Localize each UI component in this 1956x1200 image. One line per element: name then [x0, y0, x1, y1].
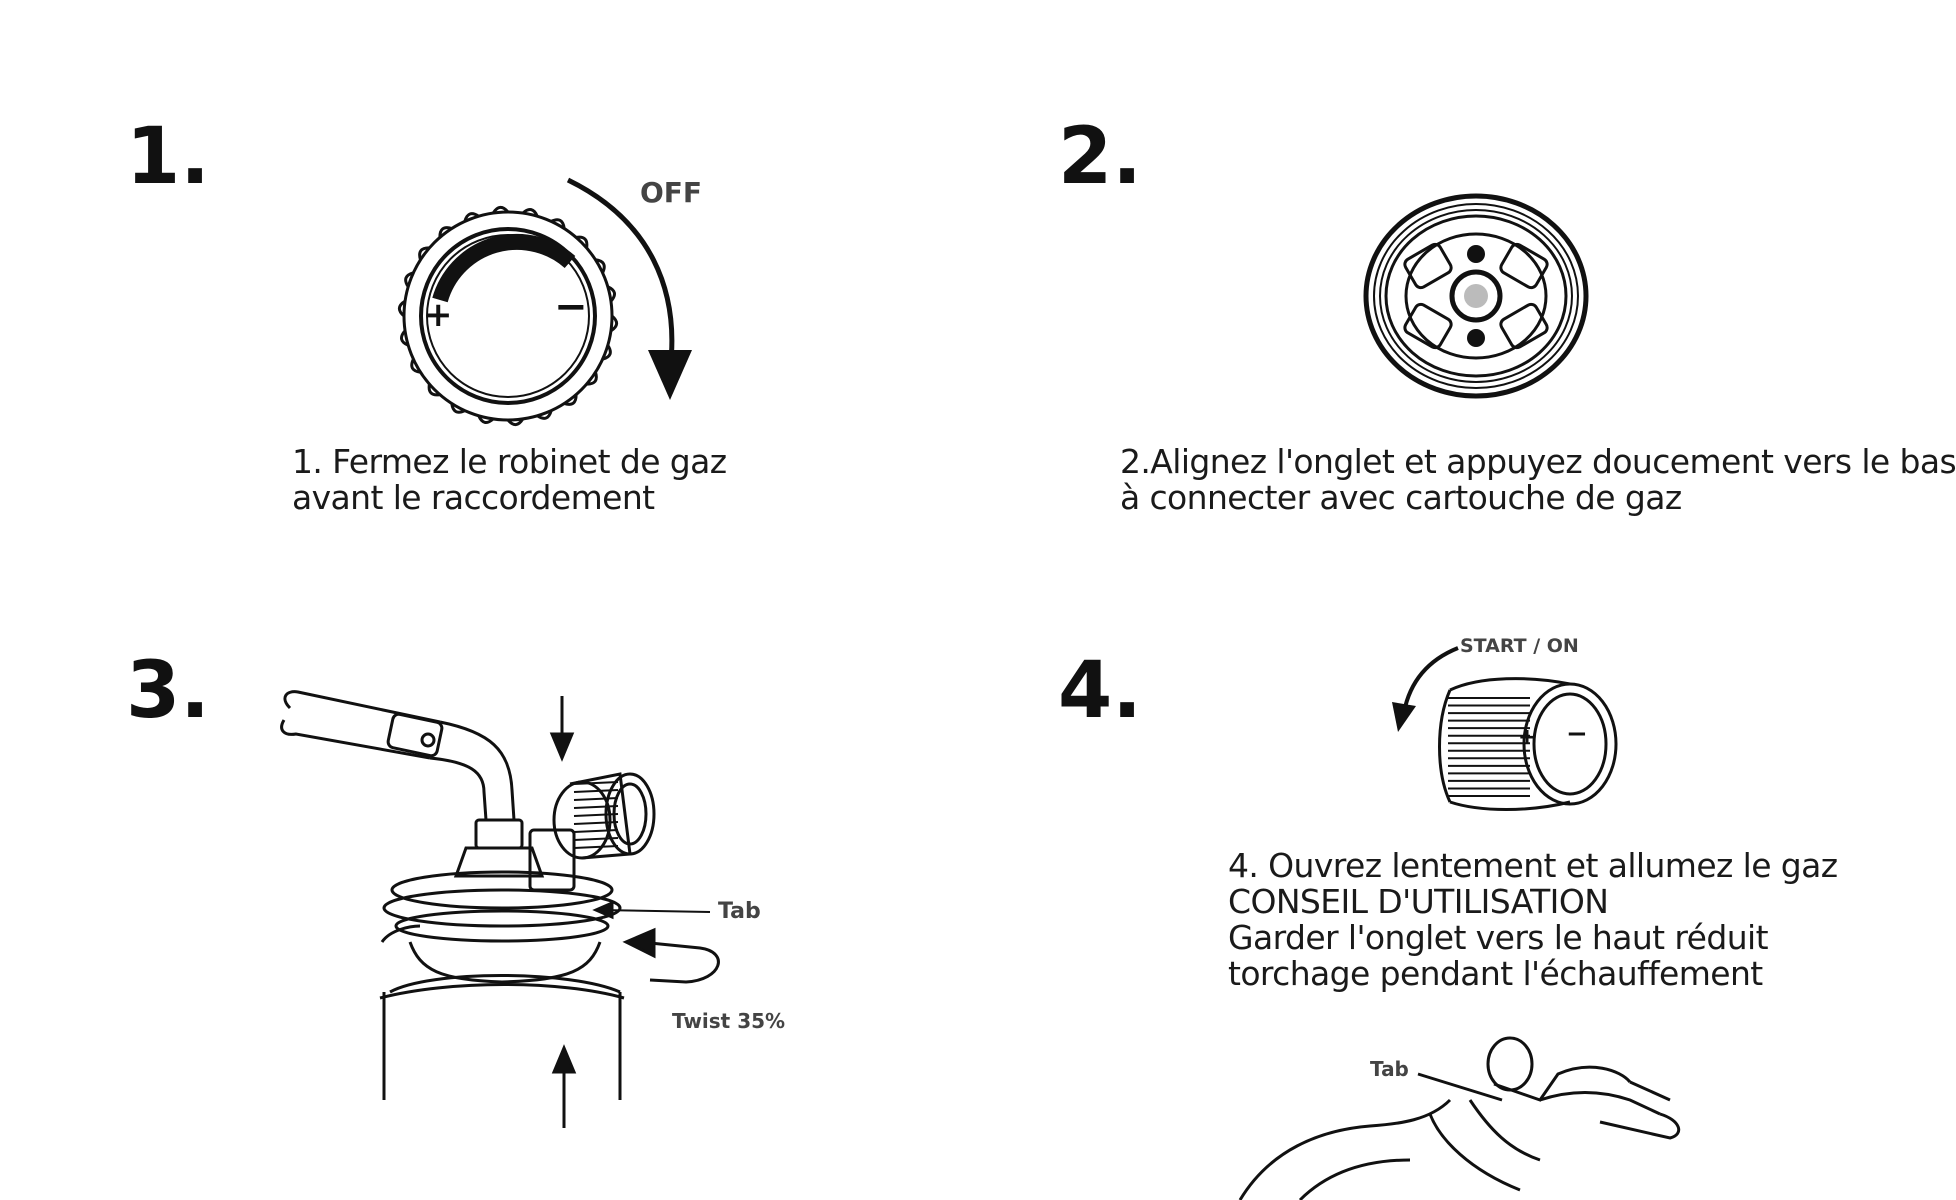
step-1-number: 1. — [126, 112, 210, 202]
cartridge-valve-icon — [1363, 193, 1589, 399]
step-4-caption-line-1: 4. Ouvrez lentement et allumez le gaz — [1228, 846, 1838, 885]
step-4-number: 4. — [1058, 646, 1142, 736]
twist-label: Twist 35% — [672, 1009, 785, 1033]
step-4-caption-line-3: Garder l'onglet vers le haut réduit — [1228, 918, 1769, 957]
start-on-label: START / ON — [1460, 635, 1579, 657]
step-4-caption-line-2: CONSEIL D'UTILISATION — [1228, 882, 1609, 921]
step-4-caption-line-4: torchage pendant l'échauffement — [1228, 954, 1763, 993]
torch-knob-minus: − — [1566, 719, 1588, 749]
torch-tab-label: Tab — [1370, 1057, 1409, 1081]
step-3-number: 3. — [126, 646, 210, 736]
step-2-number: 2. — [1058, 112, 1142, 202]
torch-knob-plus: + — [1518, 725, 1536, 750]
rotate-arrow-icon — [1402, 646, 1459, 713]
torch-assembly-icon: Tab Twist 35% — [280, 690, 785, 1128]
off-label: OFF — [640, 176, 702, 209]
hand-holding-torch-icon: Tab — [1238, 1036, 1681, 1200]
step-1-caption-line-2: avant le raccordement — [292, 478, 655, 517]
knob-minus-label: − — [554, 284, 588, 330]
step-1-caption-line-1: 1. Fermez le robinet de gaz — [292, 442, 727, 481]
tab-label: Tab — [718, 899, 761, 924]
knob-plus-label: + — [424, 295, 453, 335]
step-2-caption-line-1: 2.Alignez l'onglet et appuyez doucement … — [1120, 442, 1956, 481]
torch-knob-icon: START / ON + − — [1392, 635, 1618, 811]
valve-knob-icon: + − OFF — [397, 176, 702, 427]
step-2-caption-line-2: à connecter avec cartouche de gaz — [1120, 478, 1682, 517]
